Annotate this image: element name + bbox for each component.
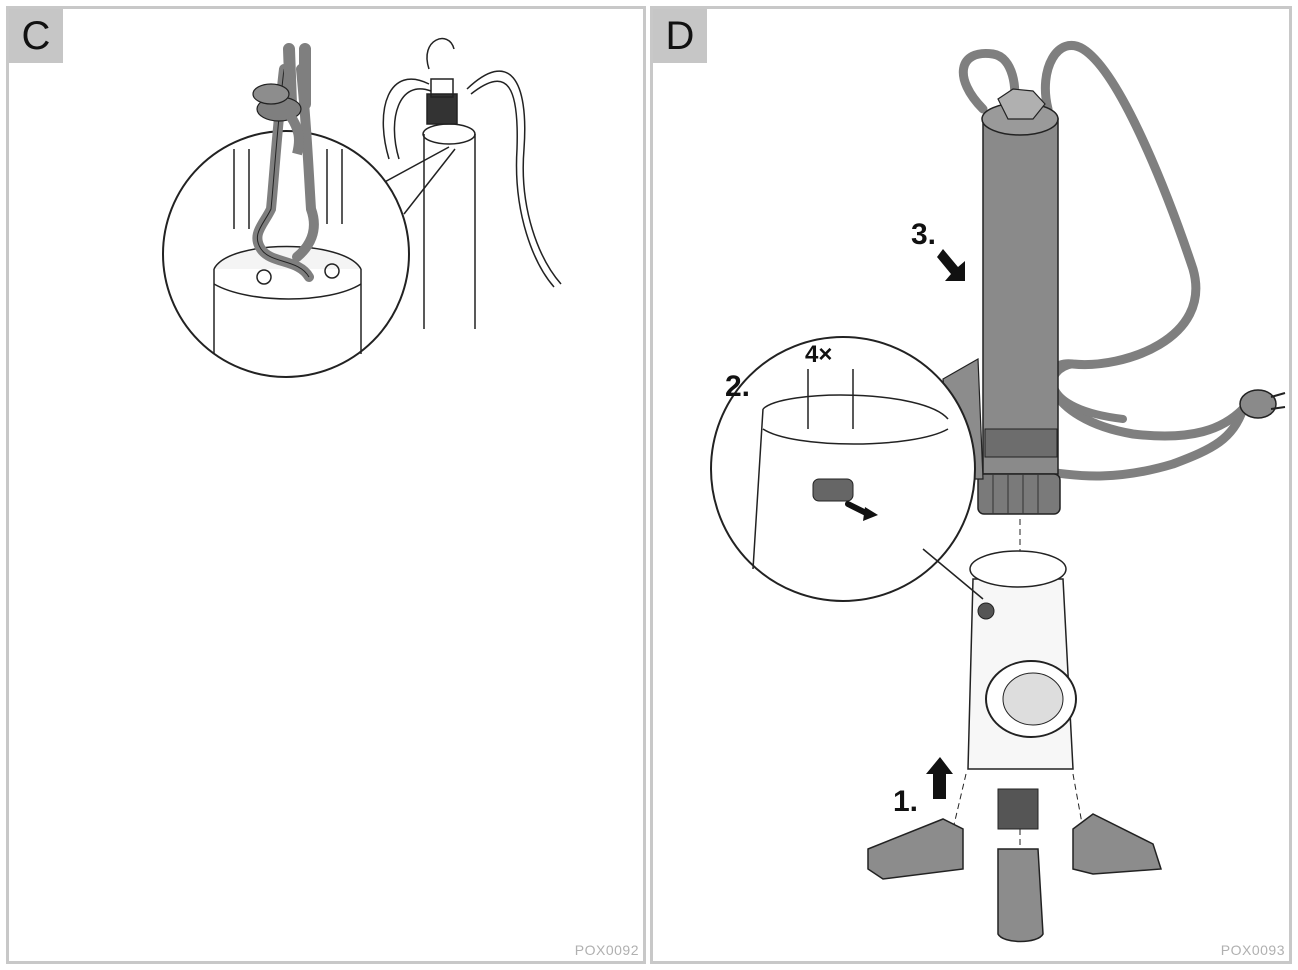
detail-magnifier: [162, 64, 410, 378]
pump-feet: [867, 813, 1163, 943]
panel-d-label: D: [653, 9, 707, 63]
step-1-label: 1.: [893, 785, 918, 818]
rope-knot: [252, 43, 311, 156]
panel-d-code: POX0093: [1220, 942, 1285, 958]
step-2-label: 2.: [725, 370, 750, 403]
panel-c-illustration: [162, 38, 562, 378]
detail-magnifier-d: [710, 336, 984, 602]
arrow-down-icon: [937, 249, 965, 281]
pump-outline-background: [380, 38, 562, 329]
step-count-label: 4×: [805, 341, 832, 368]
power-plug-icon: [1239, 389, 1286, 419]
step-3-label: 3.: [911, 218, 936, 251]
filter-housing: [952, 550, 1084, 849]
panel-c-label: C: [9, 9, 63, 63]
panel-c: C: [6, 6, 646, 964]
panel-c-code: POX0092: [574, 942, 639, 958]
arrow-up-icon: [926, 757, 953, 799]
panel-d-illustration: 3. 2. 4× 1.: [710, 41, 1286, 943]
panel-d: D: [650, 6, 1292, 964]
